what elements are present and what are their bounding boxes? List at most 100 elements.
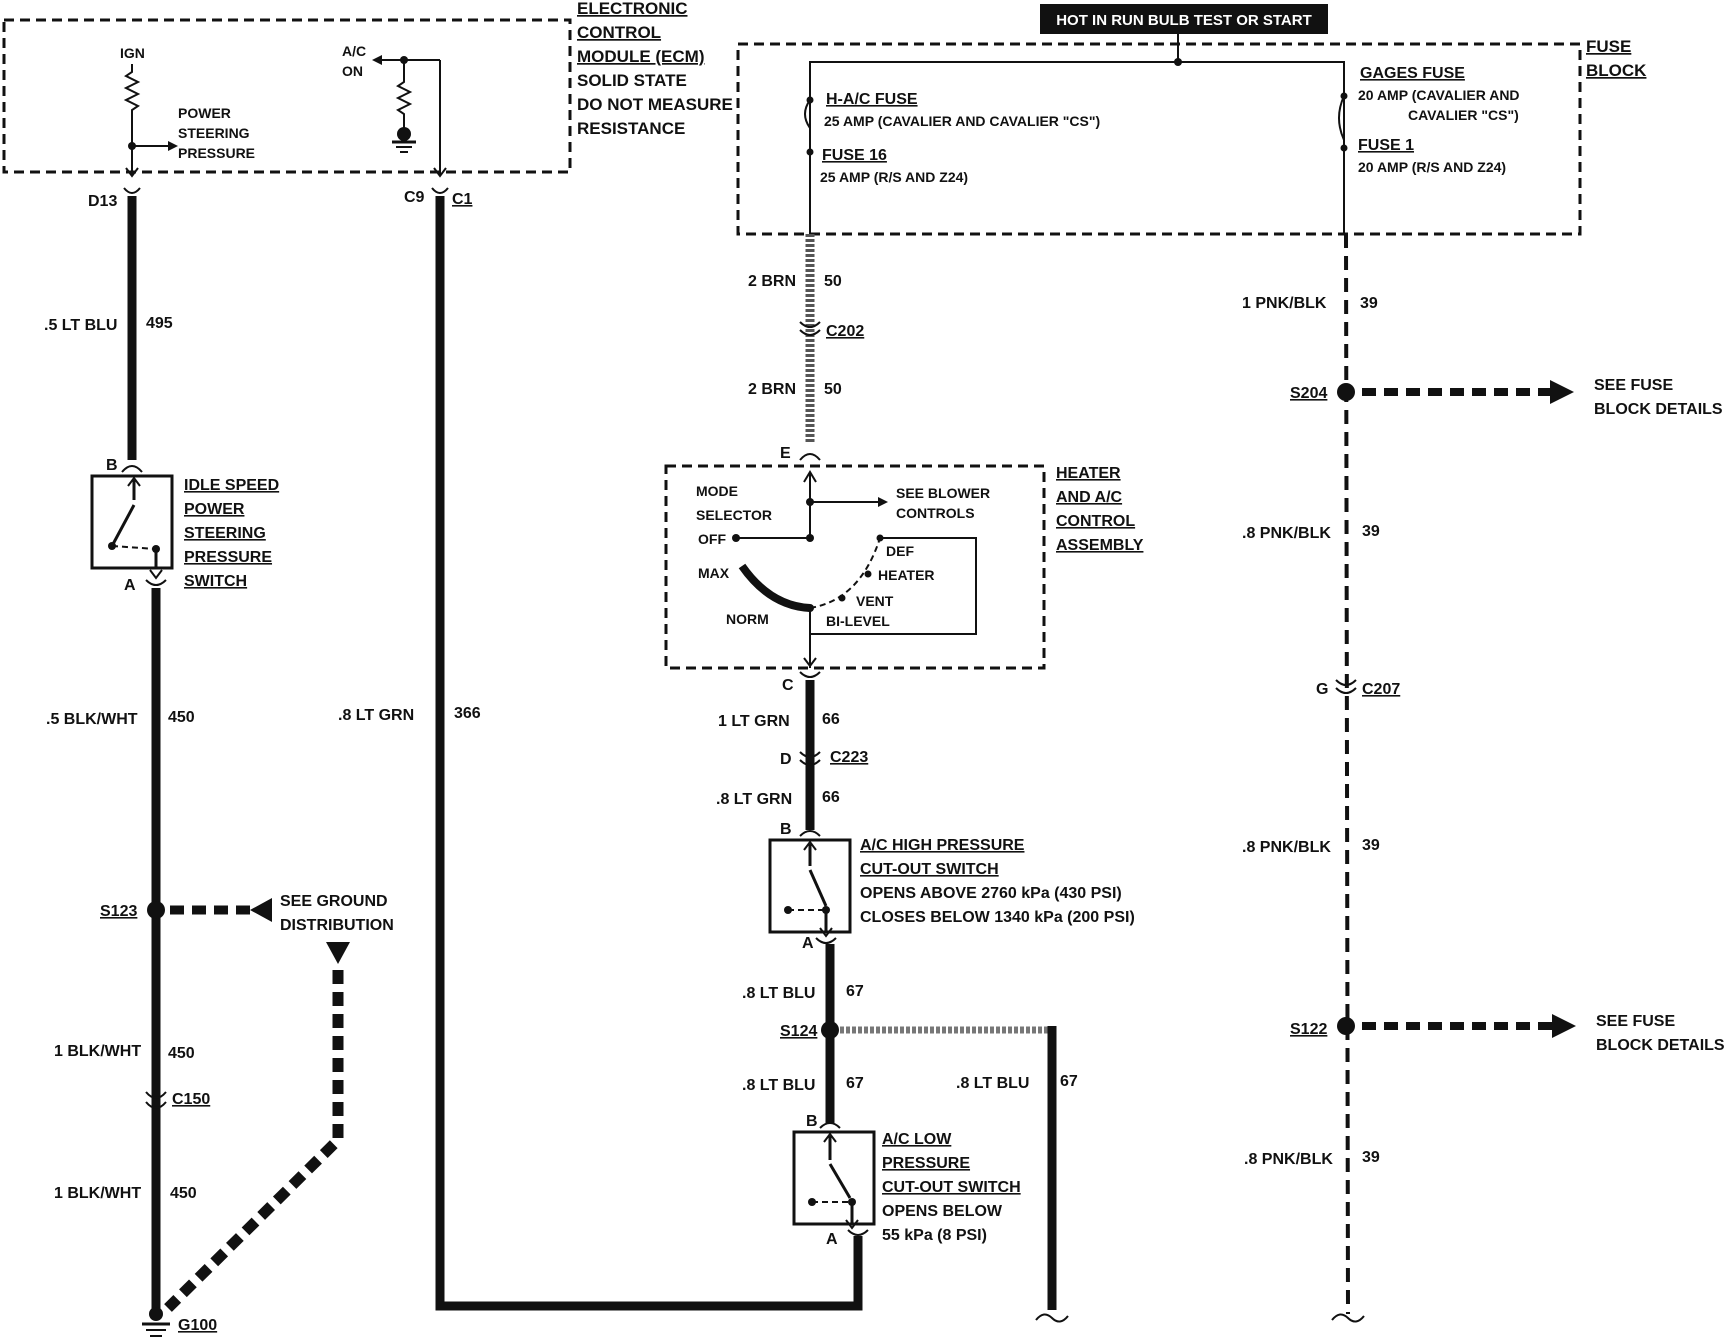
ecm-title-1: ELECTRONIC (577, 0, 688, 18)
blower-arrow-icon (878, 497, 888, 507)
see-blower-1: SEE BLOWER (896, 485, 990, 501)
hp-desc-1: OPENS ABOVE 2760 kPa (430 PSI) (860, 885, 1122, 902)
w39a-label: 1 PNK/BLK (1242, 295, 1327, 312)
d13-arrow-icon (125, 167, 139, 178)
c150-connector-top-icon (145, 1091, 167, 1099)
ps-label-2: STEERING (178, 125, 250, 141)
w66b-label: .8 LT GRN (716, 791, 792, 808)
w366-num: 366 (454, 705, 481, 722)
ps-switch-box (90, 474, 174, 570)
hp-b-connector-icon (799, 830, 821, 837)
heater-title-1: HEATER (1056, 465, 1121, 482)
hp-desc-2: CLOSES BELOW 1340 kPa (200 PSI) (860, 909, 1135, 926)
ps-switch-pin-b: B (106, 457, 118, 474)
heater-down-arrow-icon (803, 657, 817, 668)
conn-c1: C1 (452, 191, 473, 208)
see-fuse-2a: SEE FUSE (1596, 1013, 1675, 1030)
s204-label: S204 (1290, 385, 1327, 402)
lp-pin-a: A (826, 1231, 838, 1248)
splice-s122 (1337, 1017, 1355, 1035)
fuse-block-box (736, 42, 1582, 236)
w50b-label: 2 BRN (748, 381, 796, 398)
d13-connector-icon (123, 187, 141, 194)
w450c-num: 450 (170, 1185, 197, 1202)
hot-banner: HOT IN RUN BULB TEST OR START (1040, 4, 1328, 62)
ac-label: A/C (342, 43, 366, 59)
c202-label: C202 (826, 323, 864, 340)
w450b-num: 450 (168, 1045, 195, 1062)
pos-norm: NORM (726, 611, 769, 627)
c223-label: C223 (830, 749, 868, 766)
ps-switch-blade (110, 504, 136, 547)
c150-label: C150 (172, 1091, 210, 1108)
c150-connector-bottom-icon (145, 1101, 167, 1109)
c9-connector-icon (431, 187, 449, 194)
heater-e-connector-icon (799, 453, 821, 461)
fuse-block-title-2: BLOCK (1586, 61, 1647, 80)
w39c-num: 39 (1362, 837, 1380, 854)
heater-up-arrow-icon (803, 470, 817, 483)
w67b-num: 67 (846, 1075, 864, 1092)
lp-blade (828, 1163, 852, 1199)
w66a-num: 66 (822, 711, 840, 728)
c207-connector-bottom-icon (1335, 687, 1357, 694)
ground-dist-1: SEE GROUND (280, 893, 388, 910)
heater-pin-e: E (780, 445, 791, 462)
s124-label: S124 (780, 1023, 817, 1040)
c223-connector-bottom-icon (799, 759, 821, 766)
lp-switch-box (792, 1130, 876, 1226)
selector-dash-arc (809, 537, 881, 609)
s123-label: S123 (100, 903, 137, 920)
ps-arrow-icon (168, 141, 178, 151)
ps-switch-title-2: POWER (184, 501, 245, 518)
w450c-label: 1 BLK/WHT (54, 1185, 141, 1202)
pos-max: MAX (698, 565, 730, 581)
wire-39-break-icon (1331, 1313, 1365, 1323)
see-fuse-2b: BLOCK DETAILS (1596, 1037, 1725, 1054)
c207-label: C207 (1362, 681, 1400, 698)
fuse16-top (806, 148, 814, 156)
wire-67-branch-break-icon (1035, 1313, 1069, 1323)
pin-c9: C9 (404, 189, 425, 206)
fuse16-label: FUSE 16 (822, 147, 887, 164)
hac-fuse-rating: 25 AMP (CAVALIER AND CAVALIER "CS") (824, 113, 1100, 129)
center-branch: 2 BRN 50 C202 2 BRN 50 E HEATER AND A/C … (664, 234, 1144, 1323)
pos-off: OFF (698, 531, 726, 547)
selector-output-loop (810, 537, 977, 635)
s122-arrow-icon (1552, 1014, 1576, 1038)
c9-arrow-icon (433, 167, 447, 178)
mode-selector-1: MODE (696, 483, 738, 499)
gages-fuse-icon (1338, 95, 1345, 141)
hp-switch-box (768, 838, 852, 934)
ps-switch-a-connector-icon (145, 579, 167, 586)
right-branch: 1 PNK/BLK 39 S204 SEE FUSE BLOCK DETAILS… (1242, 233, 1725, 1323)
ign-resistor-icon (123, 64, 141, 176)
gages-rating-1: 20 AMP (CAVALIER AND (1358, 87, 1520, 103)
s123-arrow-icon (250, 898, 272, 922)
lp-title-2: PRESSURE (882, 1155, 970, 1172)
pos-vent: VENT (856, 593, 894, 609)
ps-switch-down-arrow-icon (149, 569, 163, 580)
left-branch: .5 LT BLU 495 B A IDLE SPEED POWER STEER… (44, 196, 394, 1337)
c223-pin-d: D (780, 751, 792, 768)
ground-dist-2: DISTRIBUTION (280, 917, 394, 934)
pos-bilevel: BI-LEVEL (826, 613, 890, 629)
heater-title-4: ASSEMBLY (1056, 537, 1144, 554)
w39b-num: 39 (1362, 523, 1380, 540)
w67a-num: 67 (846, 983, 864, 1000)
w39d-num: 39 (1362, 1149, 1380, 1166)
s204-arrow-icon (1550, 380, 1574, 404)
ecm-note-1: SOLID STATE (577, 71, 687, 90)
w67a-label: .8 LT BLU (742, 985, 815, 1002)
w67b-label: .8 LT BLU (742, 1077, 815, 1094)
c207-connector-top-icon (1335, 679, 1357, 686)
ecm-note-2: DO NOT MEASURE (577, 95, 733, 114)
heater-c-connector-icon (799, 671, 821, 678)
w50a-label: 2 BRN (748, 273, 796, 290)
fuse1-label: FUSE 1 (1358, 137, 1414, 154)
w66b-num: 66 (822, 789, 840, 806)
ps-switch-pin-a: A (124, 577, 136, 594)
wire-39 (1344, 233, 1350, 1315)
hp-a-connector-icon (815, 937, 837, 944)
